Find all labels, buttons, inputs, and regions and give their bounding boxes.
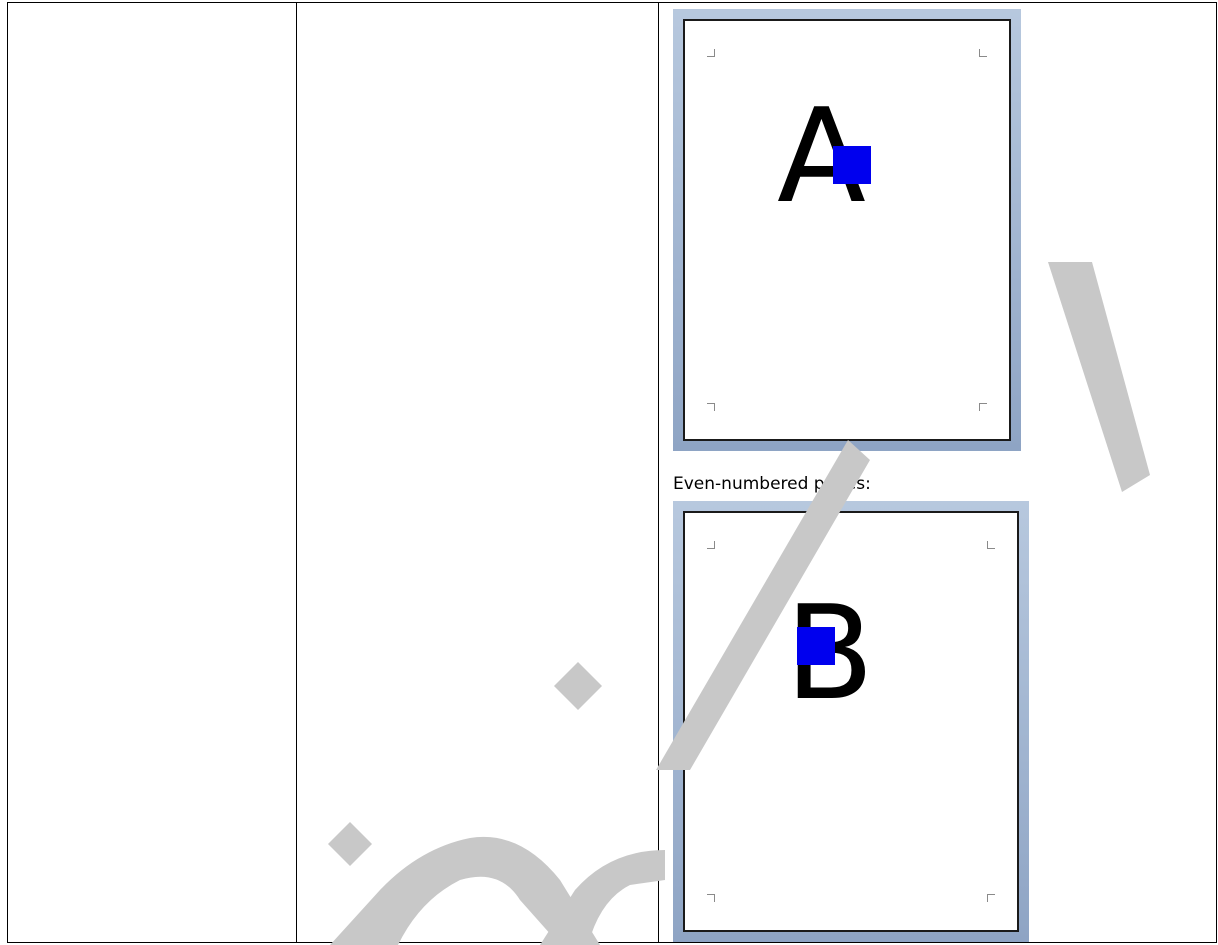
- layout-table: A Even-numbered pages: B: [7, 2, 1217, 943]
- crop-mark-top-right-icon: [979, 49, 987, 57]
- crop-mark-bottom-left-icon: [707, 894, 715, 902]
- blue-square-marker: [797, 627, 835, 665]
- even-page-sheet: B: [683, 511, 1019, 932]
- crop-mark-top-left-icon: [707, 49, 715, 57]
- empty-cell-left: [8, 3, 297, 943]
- even-page-preview: B: [673, 501, 1029, 942]
- even-pages-caption: Even-numbered pages:: [673, 474, 871, 494]
- crop-mark-top-right-icon: [987, 541, 995, 549]
- empty-cell-middle: [297, 3, 659, 943]
- odd-page-preview: A: [673, 9, 1021, 451]
- preview-cell: A Even-numbered pages: B: [659, 3, 1217, 943]
- odd-page-sheet: A: [683, 19, 1011, 441]
- crop-mark-bottom-right-icon: [979, 403, 987, 411]
- crop-mark-top-left-icon: [707, 541, 715, 549]
- blue-square-marker: [833, 146, 871, 184]
- crop-mark-bottom-right-icon: [987, 894, 995, 902]
- crop-mark-bottom-left-icon: [707, 403, 715, 411]
